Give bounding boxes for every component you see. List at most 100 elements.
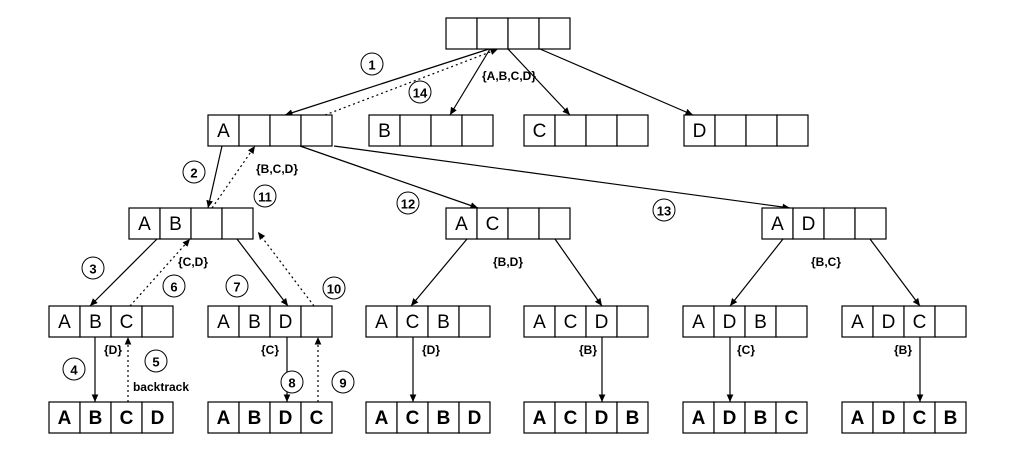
edge-n-ACD-to-n-ACDB [869,238,921,307]
step-marker-14: 14 [408,80,432,104]
cell-box [207,305,240,338]
cell-label: A [455,214,468,235]
cell-box [714,114,747,147]
step-number: 3 [89,262,96,277]
cell-box [823,207,856,240]
cell-box [238,114,271,147]
cell-box [269,401,302,434]
step-marker-2: 2 [182,160,206,184]
cell-label: D [468,408,482,429]
edge-root-to-n-D [539,48,694,116]
cell-label: B [169,214,182,235]
cell-box [523,305,556,338]
cell-label: D [595,408,609,429]
cell-label: A [851,312,864,333]
cell-label: C [406,312,420,333]
cell-label: B [754,408,768,429]
cell-label: D [882,312,896,333]
cell-box [238,305,271,338]
cell-label: A [58,408,72,429]
step-circle [253,184,277,208]
cell-label: A [533,408,547,429]
cell-box [430,114,463,147]
edge-n-AC-to-n-ACB [410,238,468,307]
cell-box [461,114,494,147]
cell-label: A [692,408,706,429]
step-circle [81,256,105,280]
step-number: 8 [288,376,295,391]
edges-layer [89,48,924,402]
cell-box [934,305,967,338]
cell-label: B [89,312,102,333]
remaining-set-label: {A,B,C,D} [482,69,536,83]
cell-box [368,114,401,147]
step-circle [182,160,206,184]
cell-box [269,305,302,338]
edge-n-AB-to-n-ABD [236,238,289,307]
step-circle [280,370,304,394]
cell-box [554,114,587,147]
edge-n-ABD-to-n-AB-backtrack [257,231,315,307]
edge-n-AB-to-n-ABC [89,238,158,307]
cell-box [934,401,967,434]
cell-label: B [89,408,103,429]
cell-box [616,401,649,434]
cell-box [841,401,874,434]
step-number: 12 [401,197,415,212]
cell-box [141,305,174,338]
cell-box [538,207,571,240]
cell-label: D [802,214,816,235]
remaining-set-label: {D} [422,343,440,357]
cell-label: B [944,408,958,429]
remaining-set-label: {B} [579,343,597,357]
cell-box [221,207,254,240]
step-number: 7 [233,280,240,295]
cell-label: D [723,408,737,429]
cell-label: B [248,312,261,333]
remaining-set-label: {D} [104,343,122,357]
cell-box [682,305,715,338]
cell-label: C [120,312,134,333]
remaining-set-label: {B,C,D} [256,162,298,176]
cell-box [761,207,794,240]
step-circle [331,370,355,394]
node-root [445,17,571,50]
step-marker-12: 12 [396,191,420,215]
step-circle [162,274,186,298]
remaining-set-label: {B,D} [493,255,523,269]
node-n-B: B [368,114,494,147]
edge-n-AB-to-n-A-backtrack [211,145,256,209]
cell-box [141,401,174,434]
cell-box [713,401,746,434]
step-marker-6: 6 [162,274,186,298]
cell-box [616,114,649,147]
step-marker-7: 7 [225,274,249,298]
cell-label: C [486,214,500,235]
cell-label: C [913,408,927,429]
edge-n-A-to-n-AD [333,145,791,211]
edge-n-A-to-n-AB [206,145,223,209]
cell-box [744,401,777,434]
cell-label: A [851,408,865,429]
cell-box [682,401,715,434]
cell-box [554,401,587,434]
cell-box [585,401,618,434]
cell-box [775,305,808,338]
cell-label: A [58,312,71,333]
step-circle [225,274,249,298]
cell-label: D [279,408,293,429]
cell-box [396,401,429,434]
cell-box [903,305,936,338]
cell-label: D [279,312,293,333]
cell-label: C [533,121,547,142]
